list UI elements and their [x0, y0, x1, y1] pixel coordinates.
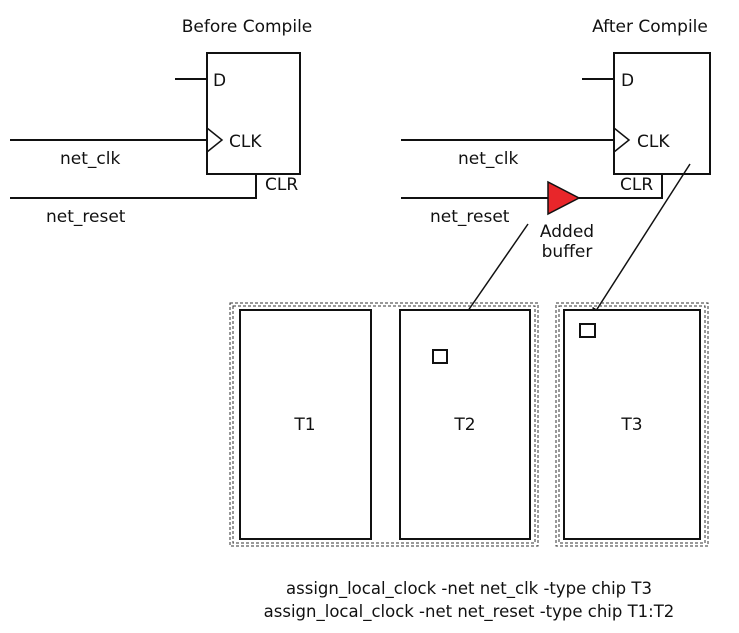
region-t1-t2-dashed-inner — [232, 305, 536, 544]
region-t3-dashed-inner — [558, 305, 706, 544]
added-buffer-label-line2: buffer — [542, 242, 593, 262]
tile-t2 — [399, 309, 531, 540]
added-buffer-label-line1: Added — [540, 222, 594, 242]
region-t1-t2-dashed — [229, 302, 539, 547]
after-clk-pin-label: CLK — [637, 132, 670, 152]
after-net-clk-label: net_clk — [458, 149, 518, 169]
before-reset-wire — [10, 174, 257, 199]
after-flipflop-box — [613, 52, 711, 175]
added-buffer-triangle-icon — [547, 180, 581, 216]
before-net-reset-label: net_reset — [46, 207, 126, 227]
chip-tiles: T1 T2 T3 — [229, 302, 709, 547]
t2-local-clock-marker — [432, 349, 448, 364]
tile-t3 — [563, 309, 701, 540]
before-clr-pin-label: CLR — [265, 175, 298, 195]
after-clock-triangle-icon — [613, 127, 631, 153]
tile-t2-label: T2 — [453, 415, 475, 435]
before-net-clk-label: net_clk — [60, 149, 120, 169]
after-net-reset-label: net_reset — [430, 207, 510, 227]
before-d-pin-label: D — [213, 71, 226, 91]
region-t3-dashed — [555, 302, 709, 547]
after-compile-title: After Compile — [592, 17, 708, 37]
after-reset-wire-out — [579, 174, 663, 199]
tile-t1-label: T1 — [293, 415, 315, 435]
before-compile-group: Before Compile D CLK net_clk CLR net_res… — [10, 17, 312, 227]
command-line-2: assign_local_clock -net net_reset -type … — [264, 602, 675, 622]
before-flipflop-box — [206, 52, 301, 175]
command-line-1: assign_local_clock -net net_clk -type ch… — [286, 579, 652, 599]
tile-t1 — [239, 309, 372, 540]
before-clock-triangle-icon — [206, 127, 224, 153]
before-compile-title: Before Compile — [182, 17, 313, 37]
after-compile-group: After Compile D CLK net_clk CLR net_rese… — [401, 17, 711, 262]
before-clk-pin-label: CLK — [229, 132, 262, 152]
clk-to-t3-arrow — [591, 163, 691, 318]
after-d-pin-label: D — [621, 71, 634, 91]
after-clr-pin-label: CLR — [620, 175, 653, 195]
t3-local-clock-marker — [579, 323, 596, 338]
tile-t3-label: T3 — [620, 415, 642, 435]
